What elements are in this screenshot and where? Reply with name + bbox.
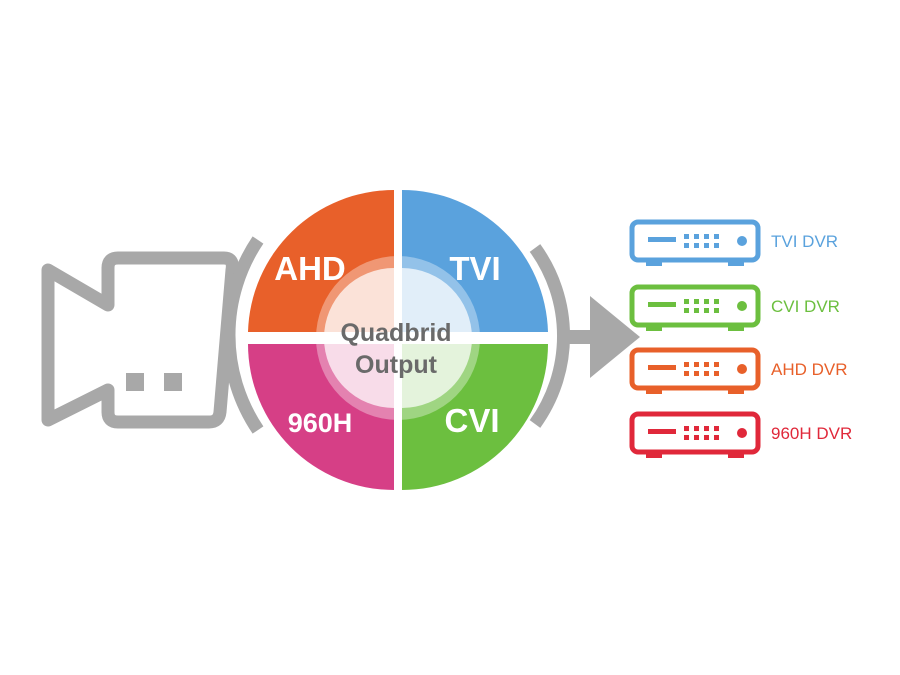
dvr-label: TVI DVR: [771, 232, 838, 251]
dvr-item: 960H DVR: [629, 411, 852, 458]
quadrant-cvi-label: CVI: [444, 402, 499, 439]
dvr-recorder-icon: [629, 347, 761, 394]
video-camera-icon: [41, 251, 239, 429]
dvr-item: AHD DVR: [629, 347, 848, 394]
dvr-recorder-icon: [629, 411, 761, 458]
left-bracket-arc: [222, 236, 264, 434]
center-label-line2: Output: [355, 351, 438, 379]
dvr-recorder-icon: [629, 284, 761, 331]
dvr-label: CVI DVR: [771, 297, 840, 316]
dvr-item: CVI DVR: [629, 284, 840, 331]
quadbrid-circle: AHD TVI 960H CVI Quadbrid Output: [248, 189, 548, 490]
center-label-line1: Quadbrid: [340, 319, 451, 347]
arrow-right-icon: [529, 244, 640, 428]
quadrant-960h-label: 960H: [288, 408, 353, 438]
dvr-label: 960H DVR: [771, 424, 852, 443]
quadrant-tvi-label: TVI: [449, 250, 500, 287]
dvr-recorder-icon: [629, 219, 761, 266]
dvr-item: TVI DVR: [629, 219, 838, 266]
dvr-list: TVI DVR CVI DVR AHD DVR 960H DVR: [629, 219, 852, 458]
dvr-label: AHD DVR: [771, 360, 848, 379]
quadrant-ahd-label: AHD: [274, 250, 346, 287]
